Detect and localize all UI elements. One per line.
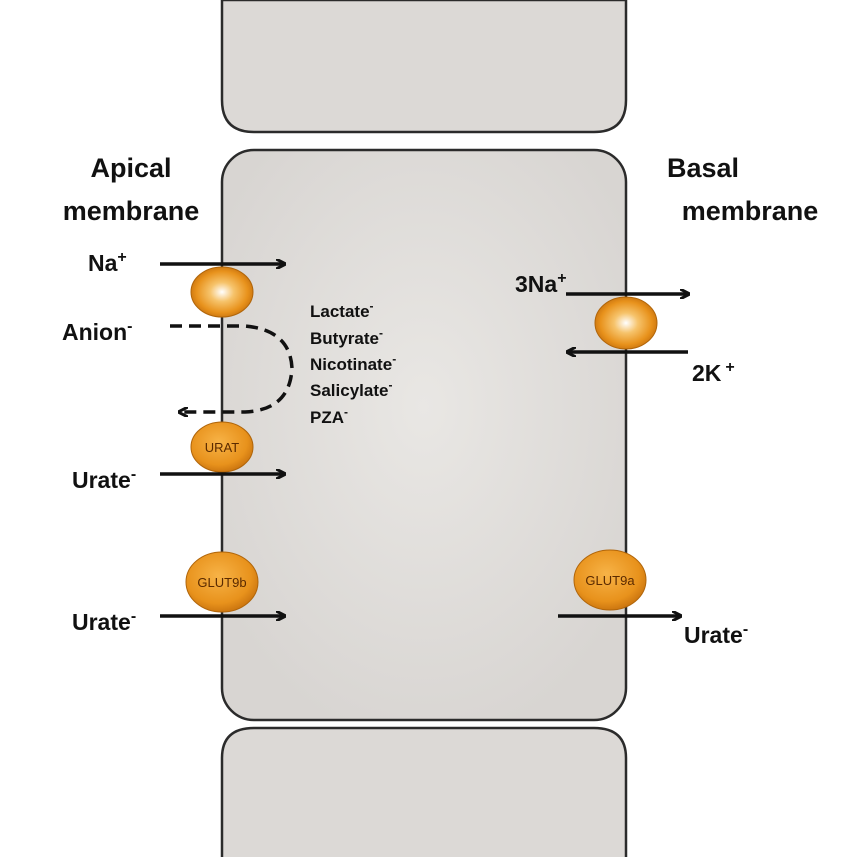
urate-top-charge: - xyxy=(131,466,136,483)
anion-item-butyrate: Butyrate- xyxy=(310,326,383,348)
anion-item-butyrate-charge: - xyxy=(379,326,383,340)
glut9b-label: GLUT9b xyxy=(197,575,246,590)
anion-item-nicotinate: Nicotinate- xyxy=(310,352,396,374)
urate-top-text: Urate xyxy=(72,467,131,493)
two-k-label: 2K+ xyxy=(692,359,735,386)
urate-mid-charge: - xyxy=(131,608,136,625)
urate-label-basal: Urate- xyxy=(684,621,748,648)
anion-item-salicylate-text: Salicylate xyxy=(310,381,388,400)
anion-item-butyrate-text: Butyrate xyxy=(310,329,379,348)
three-na-charge: + xyxy=(557,270,566,287)
anion-item-nicotinate-charge: - xyxy=(392,352,396,366)
anion-item-pza-charge: - xyxy=(344,405,348,419)
na-label: Na+ xyxy=(88,249,127,276)
apical-membrane-title-line2: membrane xyxy=(63,196,200,226)
urat-label: URAT xyxy=(205,440,239,455)
anion-exchange-path xyxy=(170,324,294,412)
anion-item-nicotinate-text: Nicotinate xyxy=(310,355,392,374)
anion-label: Anion- xyxy=(62,318,132,345)
anion-charge: - xyxy=(127,318,132,335)
three-na-text: 3Na xyxy=(515,271,557,297)
anion-item-lactate-charge: - xyxy=(370,299,374,313)
urate-right-charge: - xyxy=(743,621,748,638)
lower-cell xyxy=(220,726,628,857)
glut9a-label: GLUT9a xyxy=(585,573,635,588)
anion-item-lactate-text: Lactate xyxy=(310,302,370,321)
anion-item-salicylate: Salicylate- xyxy=(310,378,392,400)
anion-item-pza-text: PZA xyxy=(310,408,344,427)
anion-list: Lactate- Butyrate- Nicotinate- Salicylat… xyxy=(310,299,396,427)
anion-item-pza: PZA- xyxy=(310,405,348,427)
urate-label-apical-top: Urate- xyxy=(72,466,136,493)
anion-item-salicylate-charge: - xyxy=(388,378,392,392)
glut9a-transporter xyxy=(573,549,647,611)
urate-mid-text: Urate xyxy=(72,609,131,635)
three-na-label: 3Na+ xyxy=(515,270,567,297)
two-k-text: 2K xyxy=(692,360,722,386)
apical-membrane-title-line1: Apical xyxy=(90,153,171,183)
basal-membrane-title-line2: membrane xyxy=(682,196,819,226)
basal-membrane-title-line1: Basal xyxy=(667,153,739,183)
urate-label-apical-bottom: Urate- xyxy=(72,608,136,635)
na-charge: + xyxy=(117,249,126,266)
urate-right-text: Urate xyxy=(684,622,743,648)
central-cell xyxy=(220,148,628,722)
glut9b-transporter xyxy=(185,551,259,613)
upper-cell xyxy=(220,0,628,134)
urat-transporter xyxy=(190,421,254,473)
two-k-charge: + xyxy=(725,359,734,376)
na-k-pump xyxy=(594,296,658,350)
anion-text: Anion xyxy=(62,319,127,345)
na-text: Na xyxy=(88,250,118,276)
anion-item-lactate: Lactate- xyxy=(310,299,374,321)
na-cotransporter xyxy=(190,266,254,318)
